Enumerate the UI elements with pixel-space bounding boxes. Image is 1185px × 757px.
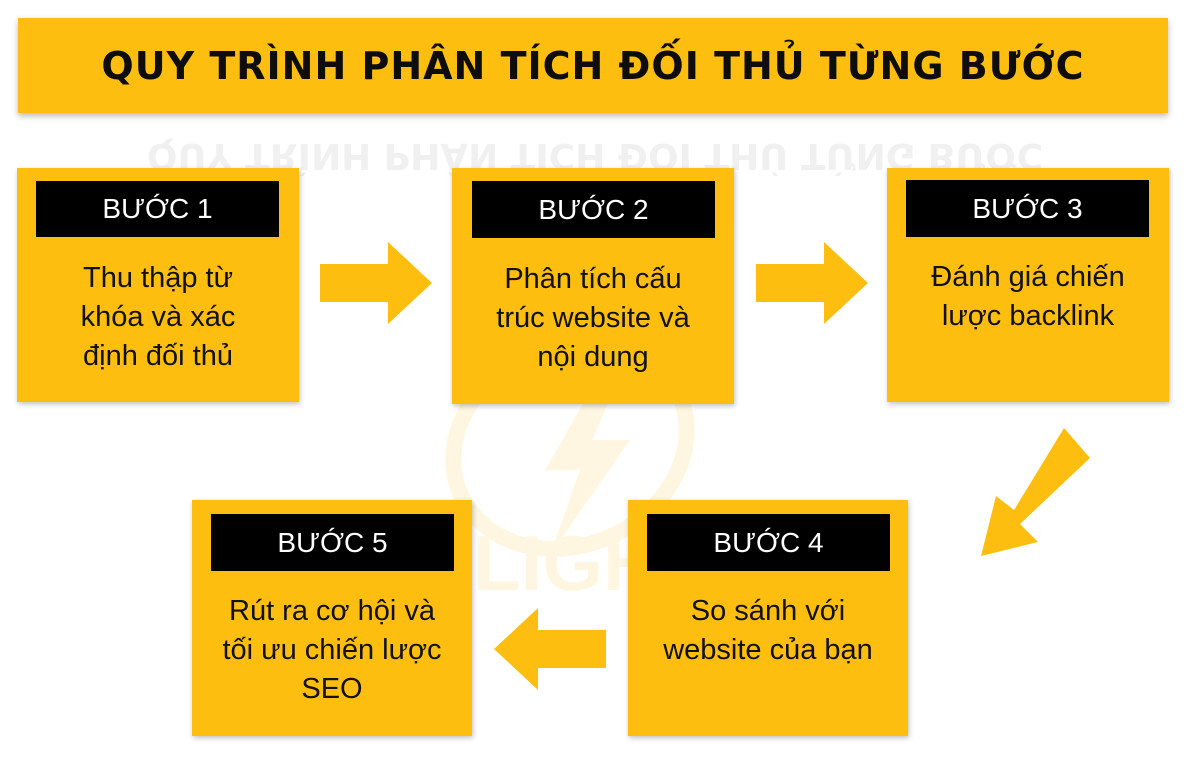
step-1-card: BƯỚC 1 Thu thập từ khóa và xác định đối … [17,168,299,402]
step-4-description: So sánh với website của bạn [663,595,873,666]
step-2-description: Phân tích cấu trúc website và nội dung [496,263,690,373]
step-4-label: BƯỚC 4 [647,514,890,571]
step-5-card: BƯỚC 5 Rút ra cơ hội và tối ưu chiến lượ… [192,500,472,736]
step-3-card: BƯỚC 3 Đánh giá chiến lược backlink [887,168,1169,402]
arrow-right-icon [320,242,432,324]
diagram-title: QUY TRÌNH PHÂN TÍCH ĐỐI THỦ TỪNG BƯỚC [101,43,1085,88]
arrow-right-icon [756,242,868,324]
arrow-down-left-icon [981,428,1090,556]
step-3-label: BƯỚC 3 [906,180,1149,237]
step-5-label: BƯỚC 5 [211,514,454,571]
step-3-description: Đánh giá chiến lược backlink [931,261,1125,332]
step-1-description: Thu thập từ khóa và xác định đối thủ [80,262,236,372]
title-banner: QUY TRÌNH PHÂN TÍCH ĐỐI THỦ TỪNG BƯỚC [18,18,1168,113]
step-2-label: BƯỚC 2 [472,181,715,238]
step-4-card: BƯỚC 4 So sánh với website của bạn [628,500,908,736]
step-5-description: Rút ra cơ hội và tối ưu chiến lược SEO [222,595,442,705]
step-2-card: BƯỚC 2 Phân tích cấu trúc website và nội… [452,168,734,404]
arrow-left-icon [494,608,606,690]
step-1-label: BƯỚC 1 [36,181,279,237]
